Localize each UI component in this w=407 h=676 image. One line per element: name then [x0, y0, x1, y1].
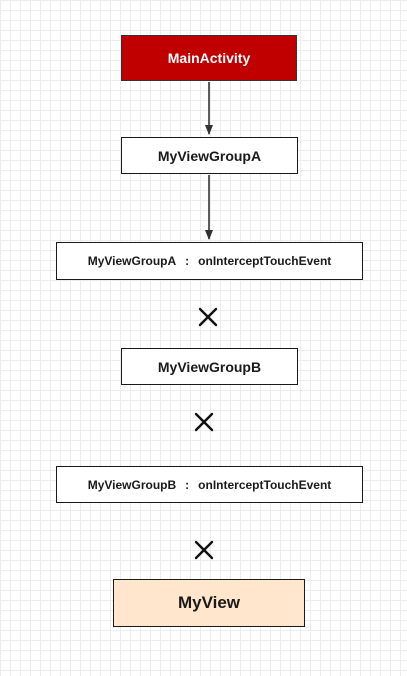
- intercept-method-label: onInterceptTouchEvent: [198, 254, 332, 268]
- node-my-view-group-a-label: MyViewGroupA: [157, 147, 262, 164]
- node-group-a-intercept-touch-event: MyViewGroupA: onInterceptTouchEvent: [56, 242, 363, 280]
- node-my-view-group-b: MyViewGroupB: [121, 348, 298, 385]
- blocked-cross-icon: [198, 307, 218, 327]
- blocked-cross-icon: [194, 540, 214, 560]
- intercept-owner-label: MyViewGroupA: [87, 254, 177, 268]
- node-my-view-group-a: MyViewGroupA: [121, 137, 298, 174]
- node-my-view: MyView: [113, 579, 305, 627]
- node-my-view-group-b-label: MyViewGroupB: [157, 358, 262, 375]
- node-main-activity-label: MainActivity: [167, 50, 251, 66]
- node-main-activity: MainActivity: [121, 35, 297, 81]
- node-my-view-label: MyView: [177, 593, 241, 612]
- intercept-owner-label: MyViewGroupB: [87, 477, 177, 492]
- intercept-separator: :: [185, 477, 190, 492]
- node-group-b-intercept-touch-event: MyViewGroupB: onInterceptTouchEvent: [56, 466, 363, 503]
- intercept-separator: :: [185, 254, 190, 268]
- blocked-cross-icon: [194, 412, 214, 432]
- intercept-method-label: onInterceptTouchEvent: [198, 477, 332, 492]
